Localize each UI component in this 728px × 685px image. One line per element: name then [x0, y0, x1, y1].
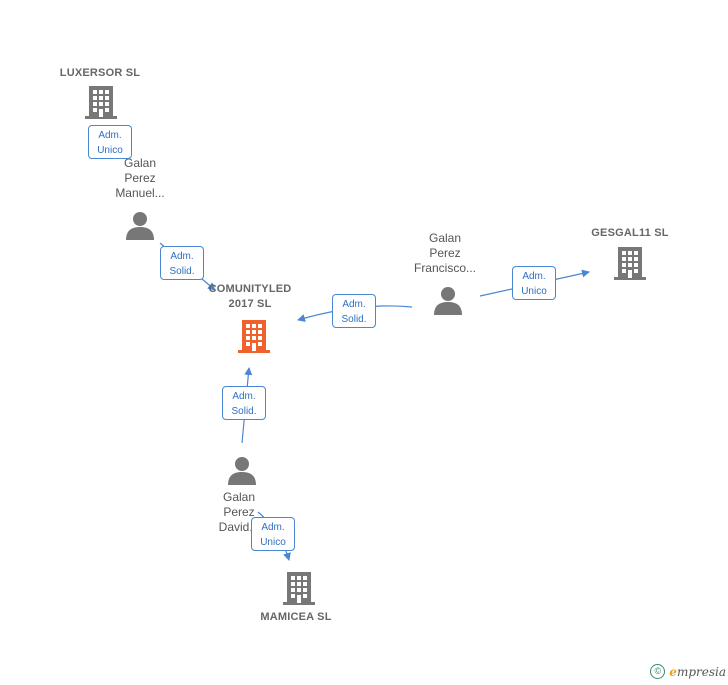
role-badge-francisco-gesgal11[interactable]: Adm. Unico [512, 266, 556, 300]
role-badge-david-comunityled[interactable]: Adm. Solid. [222, 386, 266, 420]
role-badge-line1: Adm. [232, 391, 256, 402]
role-badge-manuel-luxersor[interactable]: Adm. Unico [88, 125, 132, 159]
role-badge-line2: Solid. [231, 406, 257, 417]
brand-logo[interactable]: empresia [669, 665, 726, 679]
brand-initial: e [669, 664, 677, 679]
building-icon [85, 86, 117, 119]
role-badge-line2: Solid. [341, 314, 367, 325]
role-badge-line1: Adm. [98, 130, 122, 141]
role-badge-line2: Unico [97, 145, 123, 156]
person-label-francisco: Galan Perez Francisco... [413, 231, 476, 275]
person-icon [126, 212, 154, 240]
building-icon [238, 320, 270, 353]
footer-credit: © empresia [650, 664, 726, 679]
person-icon [434, 287, 462, 315]
company-label-luxersor: LUXERSOR SL [59, 67, 141, 79]
building-icon [614, 247, 646, 280]
role-badge-francisco-comunityled[interactable]: Adm. Solid. [332, 294, 376, 328]
role-badge-manuel-comunityled[interactable]: Adm. Solid. [160, 246, 204, 280]
role-badge-line2: Solid. [169, 266, 195, 277]
role-badge-line2: Unico [260, 537, 286, 548]
company-label-gesgal11: GESGAL11 SL [591, 227, 669, 239]
role-badge-line1: Adm. [170, 251, 194, 262]
company-label-comunityled: COMUNITYLED 2017 SL [208, 283, 292, 310]
role-badge-line1: Adm. [342, 299, 366, 310]
building-icon [283, 572, 315, 605]
person-icon [228, 457, 256, 485]
role-badge-david-mamicea[interactable]: Adm. Unico [251, 517, 295, 551]
person-label-david: Galan Perez David... [218, 490, 260, 534]
copyright-icon: © [650, 664, 666, 679]
brand-name: mpresia [676, 664, 726, 679]
role-badge-line1: Adm. [261, 522, 285, 533]
role-badge-line1: Adm. [522, 271, 546, 282]
role-badge-line2: Unico [521, 286, 547, 297]
person-label-manuel: Galan Perez Manuel... [115, 156, 165, 200]
company-label-mamicea: MAMICEA SL [260, 611, 332, 623]
